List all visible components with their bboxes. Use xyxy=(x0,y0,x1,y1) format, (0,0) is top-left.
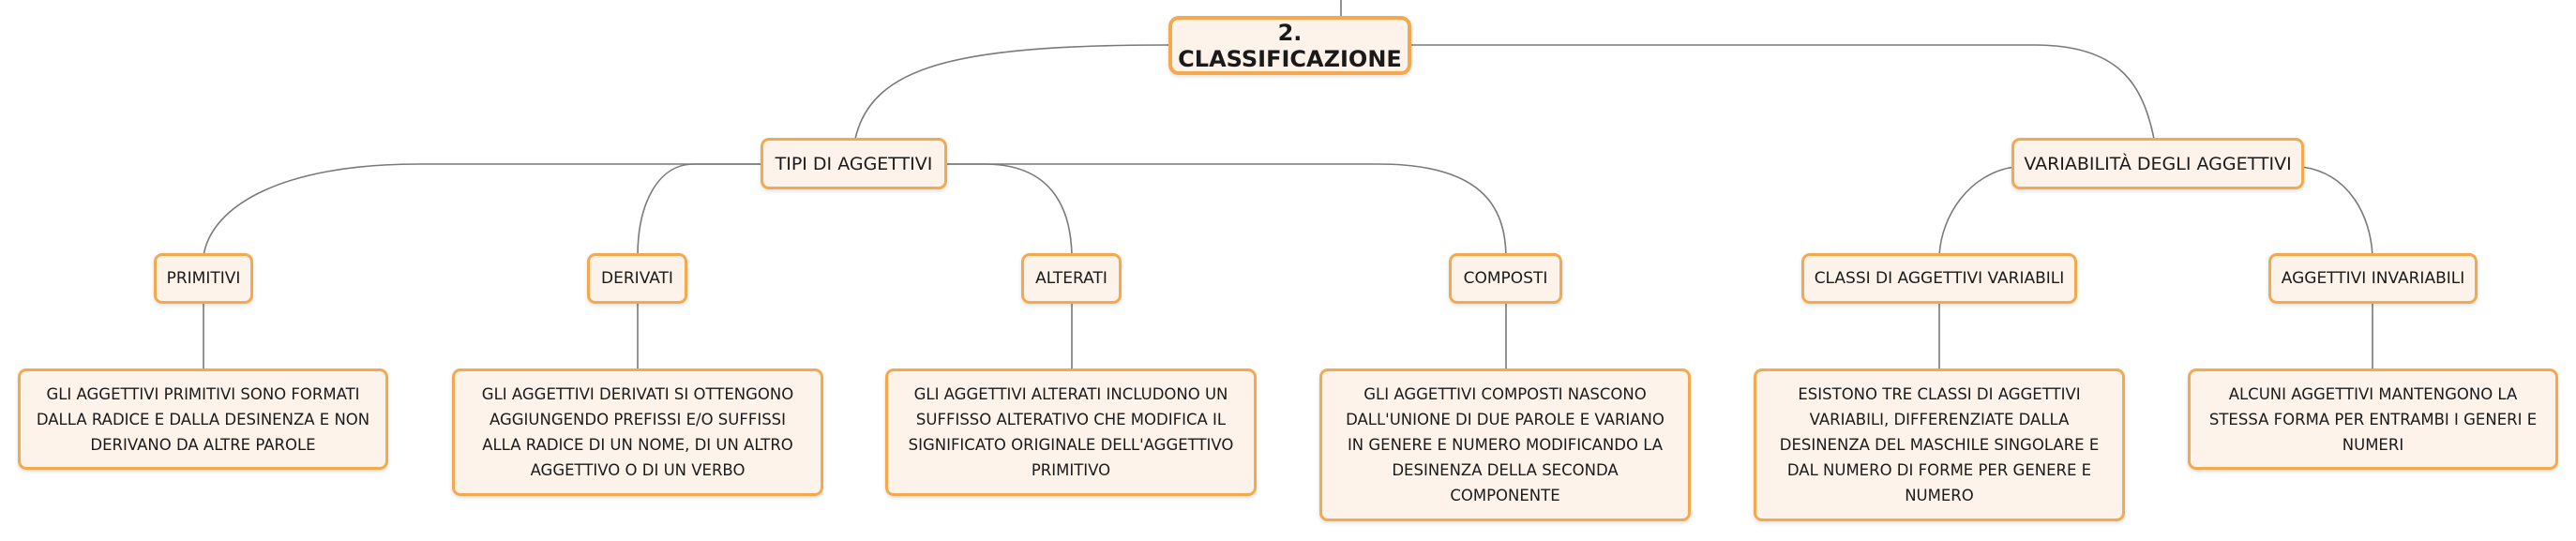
description-classi-text: ESISTONO TRE CLASSI DI AGGETTIVI VARIABI… xyxy=(1779,385,2100,504)
description-derivati-node[interactable]: GLI AGGETTIVI DERIVATI SI OTTENGONO AGGI… xyxy=(452,368,823,496)
category-classi-node[interactable]: CLASSI DI AGGETTIVI VARIABILI xyxy=(1801,253,2077,304)
root-node[interactable]: 2. CLASSIFICAZIONE xyxy=(1168,16,1411,75)
description-invariabili-text: ALCUNI AGGETTIVI MANTENGONO LA STESSA FO… xyxy=(2208,384,2538,454)
connector-tipi-alterati xyxy=(945,163,1073,257)
connector-root-tipi xyxy=(854,44,1170,140)
connector-root-variabilita xyxy=(1409,44,2155,140)
description-composti-node[interactable]: GLI AGGETTIVI COMPOSTI NASCONO DALL'UNIO… xyxy=(1319,368,1691,521)
category-alterati-label: ALTERATI xyxy=(1035,269,1107,288)
category-alterati-node[interactable]: ALTERATI xyxy=(1021,253,1122,304)
branch-variabilita-label: VARIABILITÀ DEGLI AGGETTIVI xyxy=(2024,153,2292,174)
category-classi-label: CLASSI DI AGGETTIVI VARIABILI xyxy=(1814,269,2065,288)
connector-var-invariabili xyxy=(2301,166,2373,257)
category-invariabili-node[interactable]: AGGETTIVI INVARIABILI xyxy=(2268,253,2478,304)
branch-variabilita-node[interactable]: VARIABILITÀ DEGLI AGGETTIVI xyxy=(2011,138,2304,189)
category-derivati-label: DERIVATI xyxy=(601,269,673,288)
category-composti-label: COMPOSTI xyxy=(1463,269,1548,288)
description-alterati-node[interactable]: GLI AGGETTIVI ALTERATI INCLUDONO UN SUFF… xyxy=(885,368,1257,496)
category-composti-node[interactable]: COMPOSTI xyxy=(1449,253,1562,304)
category-invariabili-label: AGGETTIVI INVARIABILI xyxy=(2281,269,2465,288)
description-composti-text: GLI AGGETTIVI COMPOSTI NASCONO DALL'UNIO… xyxy=(1346,385,1665,504)
connector-tipi-derivati xyxy=(637,163,761,257)
description-primitivi-text: GLI AGGETTIVI PRIMITIVI SONO FORMATI DAL… xyxy=(36,384,370,454)
description-primitivi-node[interactable]: GLI AGGETTIVI PRIMITIVI SONO FORMATI DAL… xyxy=(18,368,388,470)
branch-tipi-label: TIPI DI AGGETTIVI xyxy=(775,153,933,174)
root-label: 2. CLASSIFICAZIONE xyxy=(1178,19,1402,72)
connector-var-classi xyxy=(1938,166,2015,257)
description-derivati-text: GLI AGGETTIVI DERIVATI SI OTTENGONO AGGI… xyxy=(481,385,794,479)
description-invariabili-node[interactable]: ALCUNI AGGETTIVI MANTENGONO LA STESSA FO… xyxy=(2188,368,2558,470)
category-derivati-node[interactable]: DERIVATI xyxy=(587,253,687,304)
connector-tipi-composti xyxy=(945,163,1507,257)
description-alterati-text: GLI AGGETTIVI ALTERATI INCLUDONO UN SUFF… xyxy=(908,385,1234,479)
category-primitivi-node[interactable]: PRIMITIVI xyxy=(154,253,253,304)
connector-tipi-primitivi xyxy=(203,163,761,257)
category-primitivi-label: PRIMITIVI xyxy=(166,269,241,288)
description-classi-node[interactable]: ESISTONO TRE CLASSI DI AGGETTIVI VARIABI… xyxy=(1754,368,2125,521)
branch-tipi-node[interactable]: TIPI DI AGGETTIVI xyxy=(761,138,947,189)
